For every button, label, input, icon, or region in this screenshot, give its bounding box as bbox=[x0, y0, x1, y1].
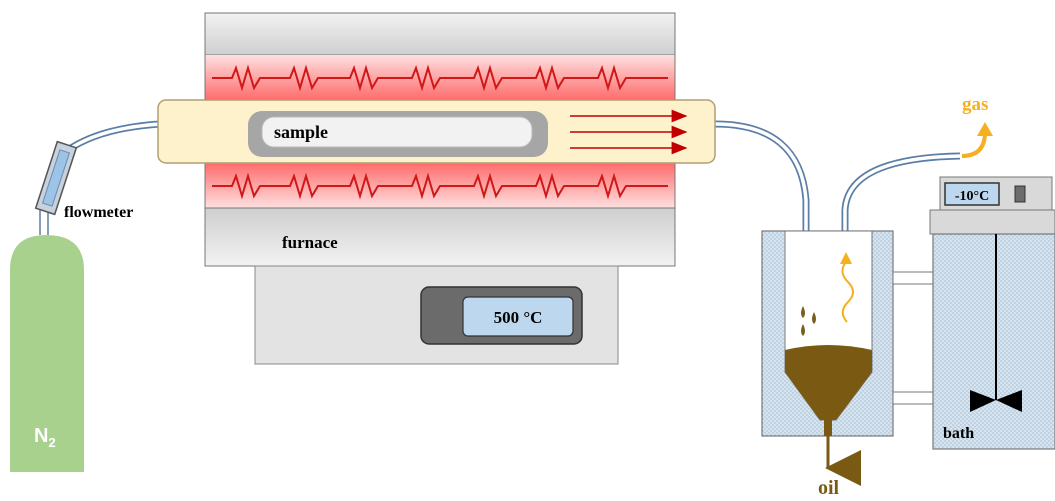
furnace: furnace bbox=[204, 12, 676, 267]
oil-droplet bbox=[812, 312, 816, 324]
gas-rising-squiggle bbox=[841, 261, 854, 323]
furnace-controller: 500 °C bbox=[254, 265, 619, 365]
flowmeter-label: flowmeter bbox=[64, 204, 133, 221]
oil-droplet bbox=[801, 306, 805, 318]
gas-label: gas bbox=[962, 94, 988, 115]
cold-trap bbox=[761, 230, 894, 486]
gas-outlet: gas bbox=[961, 94, 993, 158]
oil-label: oil bbox=[818, 477, 840, 499]
bath-label: bath bbox=[943, 425, 974, 442]
heater-coil-top bbox=[212, 64, 668, 92]
n2-cylinder: N2 bbox=[10, 235, 84, 472]
gas-lines bbox=[39, 120, 961, 300]
furnace-label: furnace bbox=[282, 233, 338, 252]
stirrer-blade bbox=[970, 390, 1022, 412]
bath-pipes bbox=[892, 271, 934, 405]
bath-temp-display: -10°C bbox=[955, 189, 989, 204]
heater-coil-bottom bbox=[212, 172, 668, 200]
cylinder-label: N2 bbox=[34, 425, 56, 450]
oil-droplet bbox=[801, 324, 805, 336]
furnace-temp-display: 500 °C bbox=[494, 308, 543, 327]
bath-switch bbox=[1014, 185, 1026, 203]
flowmeter bbox=[34, 140, 78, 216]
oil-collected bbox=[785, 345, 872, 420]
reactor-tube: sample bbox=[157, 99, 716, 164]
cooling-bath: -10°C bath bbox=[929, 176, 1055, 450]
sample-label: sample bbox=[274, 122, 328, 142]
